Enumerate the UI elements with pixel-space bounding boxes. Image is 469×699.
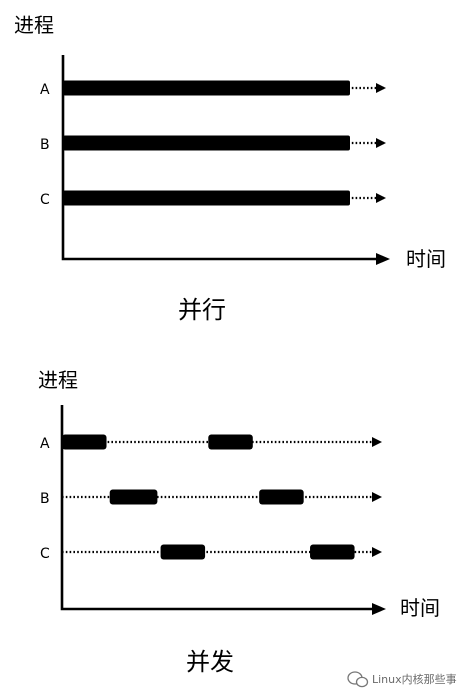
parallel-lanes: A B C <box>40 80 386 208</box>
concurrent-axes <box>60 405 380 611</box>
parallel-lane-c: C <box>40 190 386 208</box>
parallel-caption: 并行 <box>178 296 226 324</box>
concurrent-lanes: A B C <box>40 434 382 562</box>
process-label: C <box>40 192 50 208</box>
active-segment <box>63 135 350 151</box>
concurrent-x-axis-arrow <box>372 603 386 615</box>
process-label: C <box>40 546 50 562</box>
active-segment <box>259 489 304 505</box>
concurrent-y-axis-label: 进程 <box>38 368 78 392</box>
active-segment <box>62 434 107 450</box>
concurrent-lane-c: C <box>40 544 382 562</box>
concurrent-lane-b: B <box>40 489 382 507</box>
concurrent-caption: 并发 <box>186 648 234 676</box>
parallel-lane-a: A <box>40 80 386 98</box>
active-segment <box>63 190 350 206</box>
parallel-lane-b: B <box>40 135 386 153</box>
parallel-x-axis-label: 时间 <box>406 247 446 271</box>
concurrent-x-axis-label: 时间 <box>400 596 440 620</box>
process-label: B <box>40 137 50 153</box>
active-segment <box>310 544 355 560</box>
parallel-y-axis-label: 进程 <box>14 13 54 37</box>
active-segment <box>208 434 253 450</box>
watermark: Linux内核那些事 <box>347 671 457 688</box>
parallel-x-axis-arrow <box>376 253 390 265</box>
concurrent-lane-a: A <box>40 434 382 452</box>
process-label: B <box>40 491 50 507</box>
parallel-axes <box>61 55 386 261</box>
watermark-text: Linux内核那些事 <box>372 672 457 686</box>
active-segment <box>160 544 206 560</box>
wechat-icon <box>347 671 369 688</box>
process-label: A <box>40 82 50 98</box>
active-segment <box>109 489 158 505</box>
process-label: A <box>40 436 50 452</box>
concurrent-diagram: 进程 时间 A B C 并发 <box>38 368 440 676</box>
parallel-diagram: 进程 时间 A B C 并行 <box>14 13 446 324</box>
active-segment <box>63 80 350 96</box>
